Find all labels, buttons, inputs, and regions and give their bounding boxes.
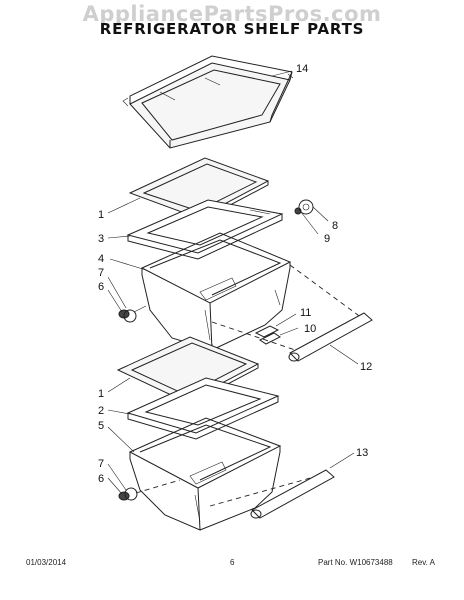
footer-page-number: 6	[230, 558, 235, 567]
leader-13	[329, 452, 355, 469]
callout-8: 8	[332, 220, 338, 232]
part-5-lower-crisper-drawer	[128, 417, 282, 531]
leader-2	[107, 409, 131, 415]
alignment-line-roller	[135, 479, 181, 494]
part-3-upper-frame	[126, 199, 284, 260]
callout-13: 13	[356, 447, 368, 459]
part-13-rail	[250, 469, 335, 519]
callout-1-upper: 1	[98, 209, 104, 221]
part-8-9-roller	[294, 199, 314, 215]
callout-4: 4	[98, 253, 104, 265]
part-2-lower-frame	[126, 377, 280, 440]
part-1-upper-glass-insert	[128, 157, 270, 223]
callout-10: 10	[304, 323, 316, 335]
callout-5: 5	[98, 420, 104, 432]
footer-part-number: Part No. W10673488	[318, 558, 393, 567]
callout-1-lower: 1	[98, 388, 104, 400]
leader-10	[279, 327, 299, 336]
alignment-line-lower	[209, 473, 326, 507]
callout-2: 2	[98, 405, 104, 417]
part-6-7-lower-roller	[118, 487, 138, 501]
leader-8	[312, 206, 329, 222]
leader-7-lower	[107, 463, 127, 491]
callout-7-upper: 7	[98, 267, 104, 279]
part-4-upper-crisper-drawer	[140, 232, 292, 351]
part-14-glass-shelf-assembly	[122, 55, 294, 149]
leader-3	[107, 235, 131, 239]
leader-5	[107, 426, 135, 453]
alignment-line-upper-2	[289, 264, 363, 319]
leader-14	[271, 70, 293, 77]
leader-4	[109, 258, 147, 271]
callout-12: 12	[360, 361, 372, 373]
footer-revision: Rev. A	[412, 558, 435, 567]
leader-12	[329, 344, 359, 365]
part-6-7-upper-roller	[118, 305, 147, 323]
callout-14: 14	[296, 63, 308, 75]
callout-3: 3	[98, 233, 104, 245]
leader-1-upper	[107, 197, 141, 214]
page-title: REFRIGERATOR SHELF PARTS	[99, 20, 365, 38]
footer-date: 01/03/2014	[26, 558, 67, 567]
leader-6-lower	[107, 477, 123, 495]
leader-7-upper	[107, 276, 127, 309]
callout-7-lower: 7	[98, 458, 104, 470]
leader-1-lower	[107, 377, 131, 393]
leader-6-upper	[107, 289, 123, 313]
part-10-11-clips	[254, 325, 281, 345]
callout-6-lower: 6	[98, 473, 104, 485]
callout-6-upper: 6	[98, 281, 104, 293]
leader-9	[300, 211, 319, 235]
callout-9: 9	[324, 233, 330, 245]
part-12-rail	[288, 312, 373, 362]
watermark: AppliancePartsPros.com	[82, 2, 382, 26]
callout-11: 11	[300, 307, 311, 319]
leader-11	[275, 313, 297, 327]
